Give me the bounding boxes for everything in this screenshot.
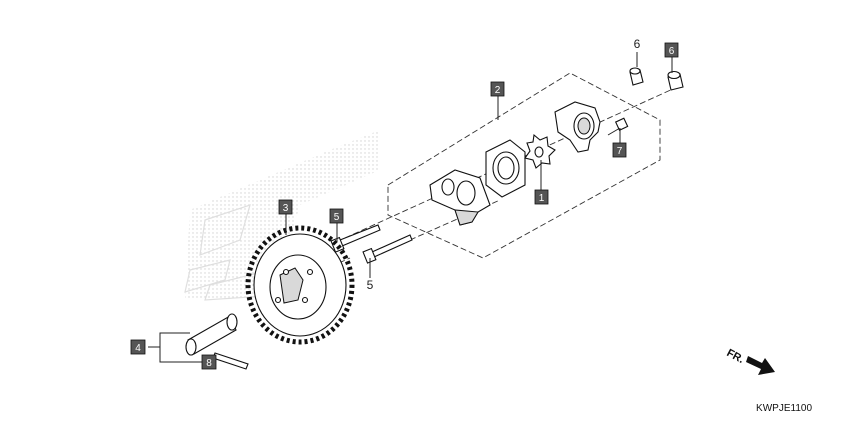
pump-driven-gear [245, 225, 355, 345]
svg-text:7: 7 [617, 146, 623, 157]
dowel-pin-6a [629, 67, 644, 86]
diagram-code: KWPJE1100 [756, 403, 812, 414]
flange-bolt-upper [330, 224, 381, 253]
svg-text:2: 2 [495, 85, 501, 96]
callout-box-6: 6 [664, 42, 679, 58]
inner-rotor [524, 133, 556, 169]
flange-bolt-lower [362, 234, 413, 264]
callout-box-8: 8 [201, 354, 217, 370]
outer-rotor [485, 139, 526, 198]
callout-box-1: 1 [534, 189, 549, 205]
callout-box-3: 3 [278, 199, 293, 215]
callout-text-6: 6 [634, 37, 641, 51]
front-arrow-icon [746, 356, 775, 375]
callout-box-7: 7 [612, 142, 627, 158]
front-direction-indicator: FR. [725, 347, 775, 375]
pump-shaft [185, 313, 238, 356]
leader-4 [148, 332, 190, 348]
pump-cover [554, 101, 601, 153]
svg-text:5: 5 [334, 212, 340, 223]
pump-body [429, 169, 491, 226]
svg-text:8: 8 [206, 358, 212, 369]
shaft-pin [212, 352, 249, 370]
small-screw [607, 117, 629, 136]
svg-text:1: 1 [539, 193, 545, 204]
callout-box-4: 4 [130, 339, 146, 355]
callout-box-5: 5 [329, 208, 344, 224]
svg-text:3: 3 [283, 203, 289, 214]
callout-text-5: 5 [367, 278, 374, 292]
callout-box-2: 2 [490, 81, 505, 97]
assembly-outline [387, 72, 661, 259]
svg-text:FR.: FR. [725, 347, 746, 366]
dowel-pin-6b [667, 70, 684, 91]
svg-text:6: 6 [669, 46, 675, 57]
leader-4b [159, 347, 202, 363]
svg-text:4: 4 [135, 343, 141, 354]
